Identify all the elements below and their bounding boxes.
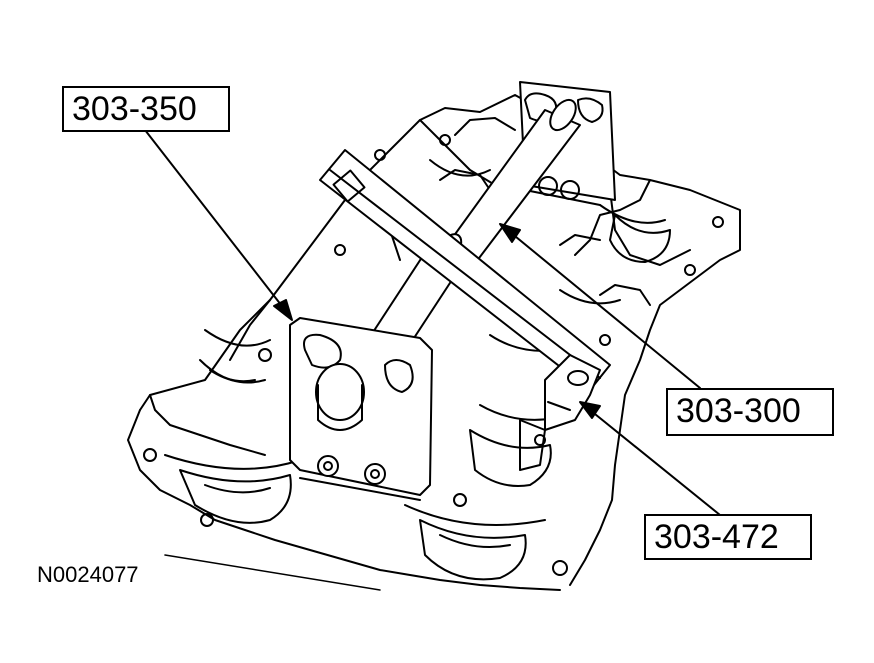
bearing-saddles (164, 159, 671, 581)
cross-bar (319, 149, 611, 391)
block-bolts (143, 99, 724, 576)
callout-303-350: 303-350 (62, 86, 230, 132)
front-plate (289, 317, 433, 501)
callout-303-300: 303-300 (666, 388, 834, 436)
leader-lines (144, 129, 721, 516)
figure-id: N0024077 (37, 562, 139, 587)
callout-303-472: 303-472 (644, 514, 812, 560)
support-tool (519, 354, 601, 471)
